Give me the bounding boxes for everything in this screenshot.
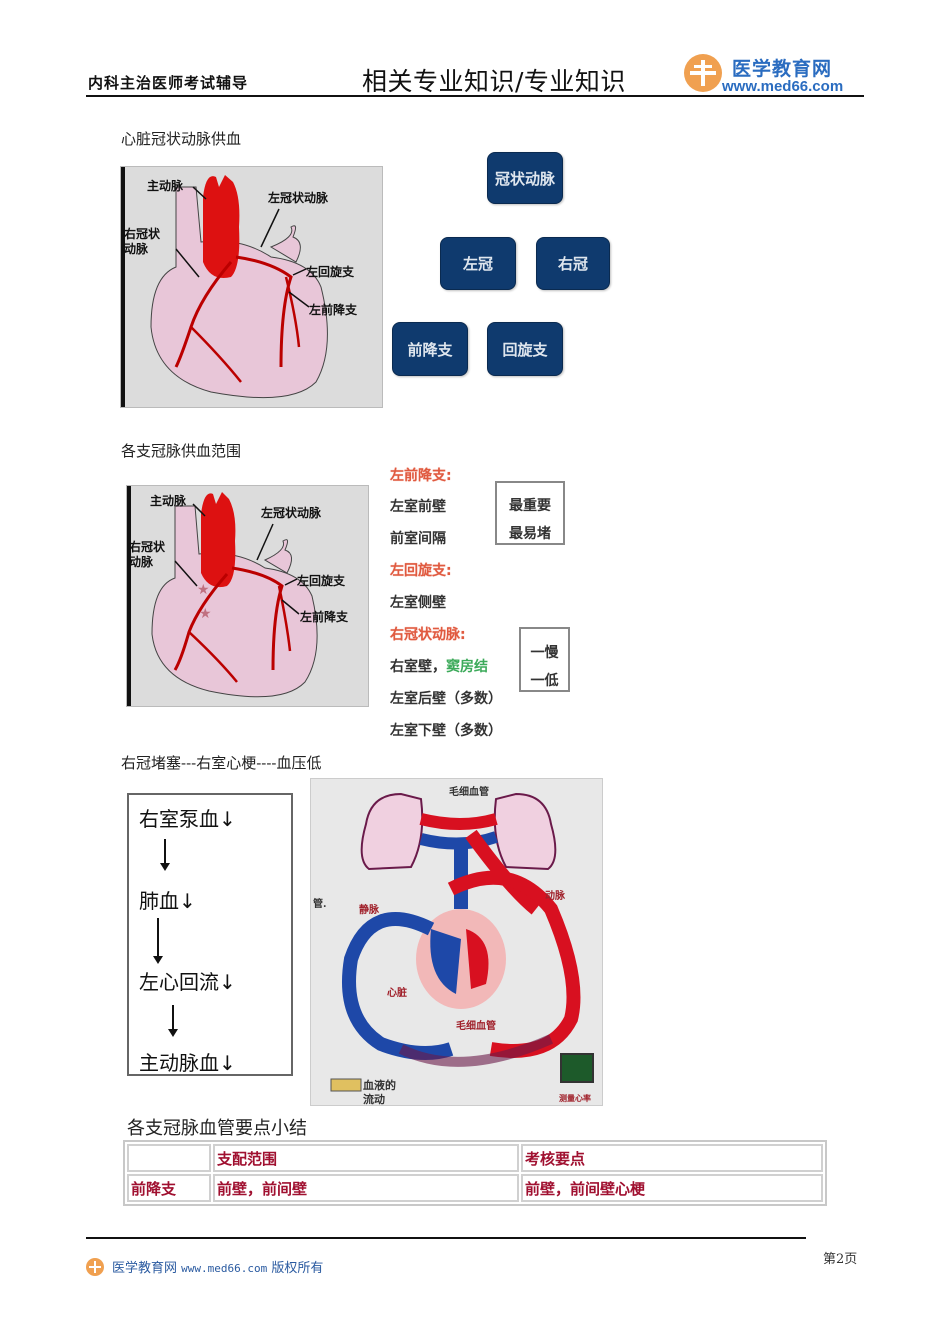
arrow-down-icon xyxy=(153,918,163,964)
summary-table-title: 各支冠脉血管要点小结 xyxy=(127,1118,307,1139)
label-blood-flow-1: 血液的 xyxy=(363,1079,396,1092)
tree-node-circumflex: 回旋支 xyxy=(487,322,563,376)
footer-copyright: 医学教育网 www.med66.com 版权所有 xyxy=(112,1257,323,1276)
summary-table: 支配范围 考核要点 前降支 前壁，前间壁 前壁，前间壁心梗 xyxy=(123,1140,827,1206)
logo-name: 医学教育网 xyxy=(732,58,833,80)
supply-item-sa-node: 右室壁，窦房结 xyxy=(390,656,488,676)
site-logo[interactable]: 医学教育网 www.med66.com xyxy=(684,52,864,96)
footer-logo-icon xyxy=(86,1258,104,1276)
supply-item-text: 右室壁， xyxy=(390,659,446,675)
tree-node-right-coronary: 右冠 xyxy=(536,237,610,290)
note-line: 一低 xyxy=(530,673,559,689)
label-capillary-top: 毛细血管 xyxy=(449,787,489,798)
flow-step: 右室泵血↓ xyxy=(139,807,236,831)
supply-item: 前室间隔 xyxy=(390,531,446,547)
label-circumflex: 左回旋支 xyxy=(306,265,355,279)
label-circumflex: 左回旋支 xyxy=(297,574,346,588)
table-header-row: 支配范围 考核要点 xyxy=(127,1144,823,1172)
logo-url: www.med66.com xyxy=(722,78,844,95)
section-heading-rca-occlusion: 右冠堵塞---右室心梗----血压低 xyxy=(121,754,322,772)
label-lad: 左前降支 xyxy=(300,610,349,624)
section-heading-coronary-supply: 心脏冠状动脉供血 xyxy=(121,130,242,148)
supply-item: 左室前壁 xyxy=(390,499,446,515)
document-subject: 内科主治医师考试辅导 xyxy=(88,74,249,92)
star-icon: ★ xyxy=(197,582,210,598)
footer-url[interactable]: www.med66.com xyxy=(181,1262,268,1275)
label-aorta: 主动脉 xyxy=(147,179,184,193)
logo-cross-icon xyxy=(684,54,722,92)
note-line: 最重要 xyxy=(509,498,551,514)
table-header-cell xyxy=(127,1144,211,1172)
note-line: 一慢 xyxy=(530,645,559,661)
tree-node-coronary-artery: 冠状动脉 xyxy=(487,152,563,204)
flow-chart-box: 右室泵血↓ 肺血↓ 左心回流↓ 主动脉血↓ xyxy=(127,793,293,1076)
table-header-cell: 考核要点 xyxy=(521,1144,823,1172)
arrow-down-icon xyxy=(168,1005,178,1037)
table-header-cell: 支配范围 xyxy=(213,1144,519,1172)
note-line: 最易堵 xyxy=(509,526,551,542)
table-cell: 前壁，前间壁心梗 xyxy=(521,1174,823,1202)
label-artery: 动脉 xyxy=(545,891,565,902)
circulation-illustration xyxy=(330,792,594,1092)
document-title: 相关专业知识/专业知识 xyxy=(362,67,626,96)
flow-step: 肺血↓ xyxy=(139,889,196,913)
header-divider xyxy=(86,95,864,97)
label-aorta: 主动脉 xyxy=(150,494,187,508)
supply-item: 左室下壁（多数） xyxy=(390,723,502,739)
label-right-coronary-2: 动脉 xyxy=(129,555,154,569)
table-cell: 前降支 xyxy=(127,1174,211,1202)
label-heart: 心脏 xyxy=(387,988,407,999)
label-lad: 左前降支 xyxy=(309,303,358,317)
label-capillary-bottom: 毛细血管 xyxy=(456,1021,496,1032)
heart-diagram-2: ★ ★ 主动脉 左冠状动脉 右冠状 动脉 左回旋支 左前降支 xyxy=(126,485,369,707)
flow-step: 左心回流↓ xyxy=(139,970,236,994)
label-vein: 静脉 xyxy=(359,905,379,916)
sa-node-highlight: 窦房结 xyxy=(446,659,488,675)
tree-node-lad: 前降支 xyxy=(392,322,468,376)
label-left-coronary: 左冠状动脉 xyxy=(268,191,329,205)
footer-divider xyxy=(86,1237,806,1239)
heart-illustration xyxy=(150,175,328,399)
arrow-down-icon xyxy=(160,839,170,871)
section-heading-supply-range: 各支冠脉供血范围 xyxy=(121,442,242,460)
supply-title-circumflex: 左回旋支: xyxy=(390,563,452,579)
note-box-rca: 一慢 一低 xyxy=(519,627,570,692)
supply-item: 左室侧壁 xyxy=(390,595,446,611)
label-blood-flow-2: 流动 xyxy=(363,1093,385,1106)
footer-rights: 版权所有 xyxy=(271,1261,324,1276)
supply-item: 左室后壁（多数） xyxy=(390,691,502,707)
label-right-coronary-2: 动脉 xyxy=(124,242,149,256)
table-row: 前降支 前壁，前间壁 前壁，前间壁心梗 xyxy=(127,1174,823,1202)
flow-step: 主动脉血↓ xyxy=(139,1051,236,1075)
label-right-coronary-1: 右冠状 xyxy=(129,540,166,554)
table-cell: 前壁，前间壁 xyxy=(213,1174,519,1202)
label-right-coronary-1: 右冠状 xyxy=(124,227,161,241)
label-left-coronary: 左冠状动脉 xyxy=(261,506,322,520)
heart-diagram-1: 主动脉 左冠状动脉 右冠状 动脉 左回旋支 左前降支 xyxy=(120,166,383,408)
note-box-lad: 最重要 最易堵 xyxy=(495,481,565,545)
label-heart-rate: 测量心率 xyxy=(559,1093,591,1103)
heart-illustration-starred: ★ ★ xyxy=(151,492,318,698)
label-fragment: 管. xyxy=(313,899,327,910)
footer-brand: 医学教育网 xyxy=(112,1261,178,1276)
tree-node-left-coronary: 左冠 xyxy=(440,237,516,290)
page-number: 第2页 xyxy=(823,1252,858,1267)
circulation-diagram: 毛细血管 管. 静脉 动脉 心脏 毛细血管 血液的 流动 测量心率 xyxy=(310,778,603,1106)
supply-title-rca: 右冠状动脉: xyxy=(390,627,466,643)
star-icon: ★ xyxy=(199,606,212,622)
supply-title-lad: 左前降支: xyxy=(390,468,452,484)
